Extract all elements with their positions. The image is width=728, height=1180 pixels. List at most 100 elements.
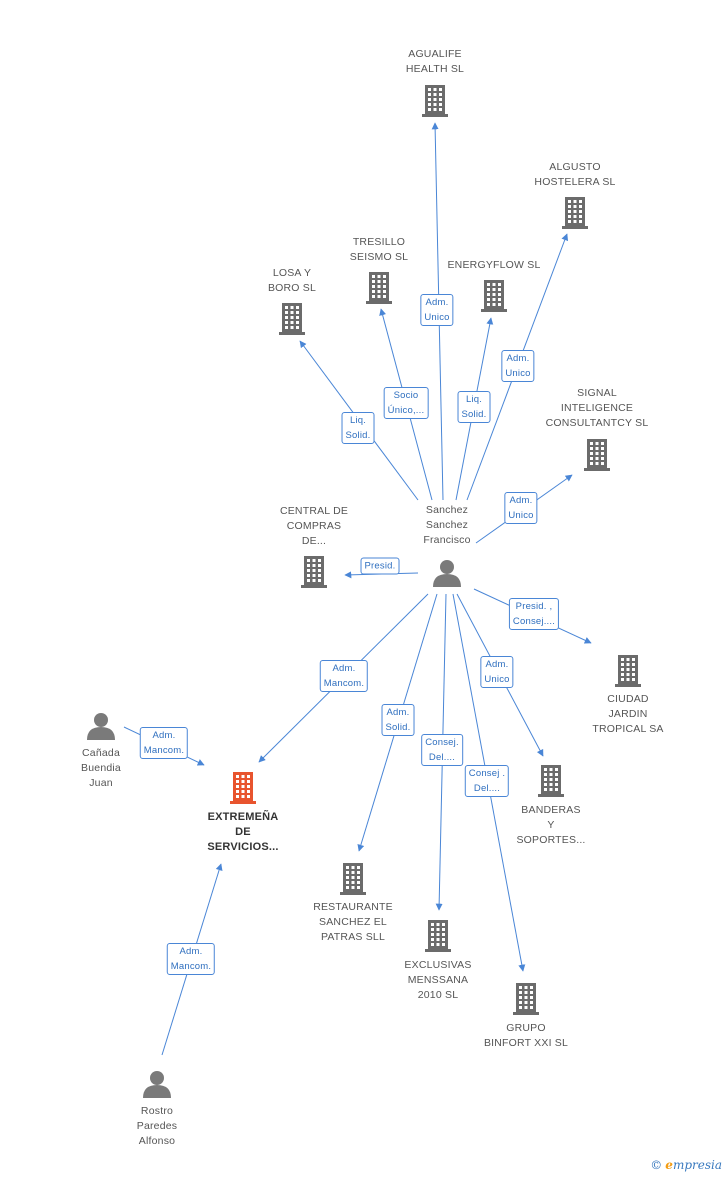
person-icon[interactable] [87, 713, 115, 740]
node-label-line: Paredes [136, 1120, 178, 1132]
building-icon[interactable] [301, 556, 327, 588]
node-label-line: Y [547, 819, 555, 831]
edge-label-canada-to-extremena[interactable]: Adm. Mancom. [139, 727, 189, 759]
edge-label-line: Unico [484, 674, 510, 685]
node-label-line: Alfonso [138, 1135, 176, 1147]
node-label-line: Sanchez [425, 504, 469, 516]
empresia-brand[interactable]: ©empresia [650, 1158, 722, 1172]
edge-label-line: Del.... [428, 752, 456, 763]
node-label-line: SOPORTES... [516, 834, 586, 846]
edge-label-line: Liq. [349, 415, 367, 426]
node-label-tresillo[interactable]: TRESILLO SEISMO SL [350, 235, 408, 265]
edge-label-line: Adm. [332, 663, 356, 674]
edge-label-line: Socio [393, 390, 419, 401]
edge-label-sanchez-to-banderas[interactable]: Adm. Unico [480, 656, 514, 688]
node-label-line: DE... [301, 535, 327, 547]
building-icon[interactable] [230, 772, 256, 804]
node-label-line: Francisco [423, 534, 471, 546]
node-label-line: GRUPO [506, 1022, 546, 1034]
edge-label-line: Liq. [465, 394, 483, 405]
building-icon[interactable] [513, 983, 539, 1015]
edge-label-line: Adm. [485, 659, 509, 670]
node-label-line: 2010 SL [417, 989, 459, 1001]
edge-label-sanchez-to-signal[interactable]: Adm.Unico [504, 492, 538, 524]
node-label-line: Sanchez [425, 519, 469, 531]
node-label-exclusivas[interactable]: EXCLUSIVAS MENSSANA 2010 SL [404, 958, 471, 1003]
node-label-line: JARDIN [608, 708, 648, 720]
copyright-symbol: © [650, 1158, 663, 1172]
building-icon[interactable] [481, 280, 507, 312]
edge-label-line: Unico [424, 312, 450, 323]
node-label-extremena[interactable]: EXTREMEÑA DE SERVICIOS... [207, 810, 278, 855]
edge-label-sanchez-to-ciudad[interactable]: Presid. ,Consej.... [508, 598, 560, 630]
node-label-line: ALGUSTO [549, 161, 601, 173]
node-label-line: TROPICAL SA [592, 723, 664, 735]
edge-label-sanchez-to-exclusivas[interactable]: Consej.Del.... [421, 734, 463, 766]
edge-label-line: Del.... [473, 783, 501, 794]
building-icon[interactable] [615, 655, 641, 687]
building-icon[interactable] [366, 272, 392, 304]
building-icon[interactable] [340, 863, 366, 895]
edge-label-sanchez-to-extremena[interactable]: Adm. Mancom. [319, 660, 369, 692]
building-icon[interactable] [425, 920, 451, 952]
edge-label-line: Adm. [506, 353, 530, 364]
node-label-line: BORO SL [267, 282, 317, 294]
edge-label-line: Solid. [345, 430, 371, 441]
building-icon[interactable] [538, 765, 564, 797]
edge-label-line: Presid. , [515, 601, 553, 612]
edge-label-sanchez-to-restaurante[interactable]: Adm.Solid. [381, 704, 415, 736]
node-label-central[interactable]: CENTRAL DE COMPRAS DE... [280, 504, 348, 549]
edge-label-rostro-to-extremena[interactable]: Adm.Mancom. [166, 943, 216, 975]
edge-label-line: Mancom. [323, 678, 365, 689]
node-label-line: EXTREMEÑA [207, 811, 279, 823]
node-label-line: TRESILLO [352, 236, 406, 248]
node-label-line: SANCHEZ EL [319, 916, 387, 928]
edge-label-line: Adm. [152, 730, 176, 741]
edge-label-line: Mancom. [143, 745, 185, 756]
node-label-line: COMPRAS [286, 520, 342, 532]
node-label-line: SIGNAL [577, 387, 617, 399]
node-label-line: PATRAS SLL [320, 931, 386, 943]
node-label-line: EXCLUSIVAS [404, 959, 472, 971]
brand-name: mpresia [672, 1158, 722, 1172]
edge-label-sanchez-to-grupo[interactable]: Consej .Del.... [464, 765, 510, 797]
edge-label-sanchez-to-agualife[interactable]: Adm.Unico [420, 294, 454, 326]
node-label-energyflow[interactable]: ENERGYFLOW SL [447, 258, 540, 273]
building-icon[interactable] [584, 439, 610, 471]
node-label-line: MENSSANA [407, 974, 469, 986]
node-label-line: SERVICIOS... [207, 841, 279, 853]
node-label-line: Buendia [81, 762, 121, 774]
node-label-line: CENTRAL DE [279, 505, 349, 517]
node-label-line: SEISMO SL [349, 251, 409, 263]
brand-initial: e [665, 1158, 673, 1172]
person-icon[interactable] [433, 560, 461, 587]
building-icon[interactable] [422, 85, 448, 117]
edge-label-line: Presid. [364, 560, 396, 572]
node-label-line: INTELIGENCE [560, 402, 634, 414]
person-icon[interactable] [143, 1071, 171, 1098]
edge-label-sanchez-to-energyflow[interactable]: Liq.Solid. [457, 391, 491, 423]
node-label-line: DE [235, 826, 251, 838]
building-icon[interactable] [562, 197, 588, 229]
edge-label-sanchez-to-central[interactable]: Presid. [360, 557, 400, 575]
edge-label-sanchez-to-algusto[interactable]: Adm. Unico [501, 350, 535, 382]
edge-label-line: Solid. [385, 722, 411, 733]
node-label-line: RESTAURANTE [313, 901, 393, 913]
edge-label-sanchez-to-losa[interactable]: Liq. Solid. [341, 412, 375, 444]
building-icon[interactable] [279, 303, 305, 335]
edge-label-line: Unico [508, 510, 534, 521]
node-label-restaurante[interactable]: RESTAURANTE SANCHEZ EL PATRAS SLL [313, 900, 393, 945]
edge-label-line: Unico [505, 368, 531, 379]
